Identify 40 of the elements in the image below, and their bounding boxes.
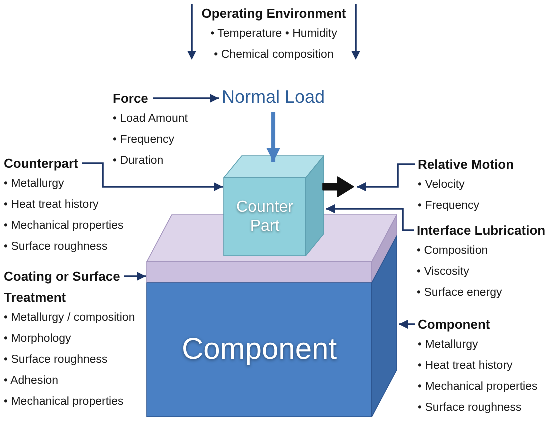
heading: Counterpart bbox=[4, 155, 78, 173]
bullet-item: • Metallurgy / composition bbox=[4, 311, 136, 326]
bullet-item: • Heat treat history bbox=[4, 198, 99, 213]
arrow bbox=[266, 112, 280, 162]
arrow bbox=[399, 320, 415, 329]
heading: Interface Lubrication bbox=[417, 222, 546, 240]
bullet-item: • Load Amount bbox=[113, 112, 188, 127]
bullet-item: • Surface roughness bbox=[4, 353, 108, 368]
bullet-item: • Mechanical properties bbox=[4, 219, 124, 234]
bullet-item: • Chemical composition bbox=[214, 48, 334, 63]
part-label: Component bbox=[182, 332, 338, 368]
heading: Relative Motion bbox=[418, 156, 514, 174]
bullet-item: • Adhesion bbox=[4, 374, 59, 389]
bullet-item: • Temperature • Humidity bbox=[210, 27, 338, 42]
bullet-item: • Frequency bbox=[418, 199, 480, 214]
bullet-item: • Surface roughness bbox=[4, 240, 108, 255]
bullet-item: • Morphology bbox=[4, 332, 72, 347]
part-label: Counter Part bbox=[236, 198, 294, 236]
bullet-item: • Metallurgy bbox=[418, 338, 478, 353]
arrow bbox=[124, 272, 146, 281]
bullet-item: • Duration bbox=[113, 154, 164, 169]
heading: Component bbox=[418, 316, 490, 334]
load-label: Normal Load bbox=[222, 86, 326, 109]
heading: Force bbox=[113, 90, 148, 108]
arrow bbox=[357, 164, 415, 192]
bullet-item: • Composition bbox=[417, 244, 488, 259]
bullet-item: • Mechanical properties bbox=[4, 395, 124, 410]
arrow bbox=[82, 162, 223, 192]
bullet-item: • Surface roughness bbox=[418, 401, 522, 416]
bullet-item: • Velocity bbox=[418, 178, 465, 193]
arrow bbox=[153, 94, 219, 103]
bullet-item: • Metallurgy bbox=[4, 177, 64, 192]
heading: Operating Environment bbox=[202, 5, 346, 23]
bullet-item: • Heat treat history bbox=[418, 359, 513, 374]
heading: Coating or Surface Treatment bbox=[4, 268, 122, 307]
bullet-item: • Surface energy bbox=[417, 286, 502, 301]
bullet-item: • Viscosity bbox=[417, 265, 470, 280]
bullet-item: • Frequency bbox=[113, 133, 175, 148]
bullet-item: • Mechanical properties bbox=[418, 380, 538, 395]
arrow bbox=[326, 204, 414, 232]
